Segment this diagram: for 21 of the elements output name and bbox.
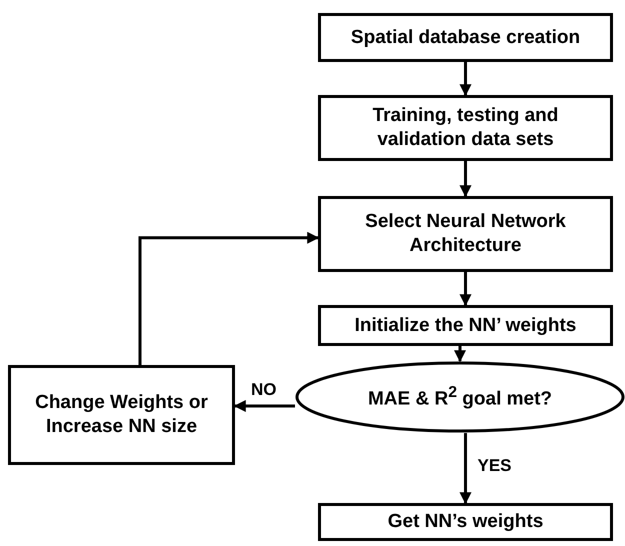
node-text: Get NN’s weights — [386, 510, 544, 534]
decision-ellipse — [295, 361, 625, 433]
node-text: Initialize the NN’ weights — [354, 314, 578, 338]
arrow — [234, 400, 295, 412]
arrow — [454, 346, 466, 362]
process-box — [318, 305, 613, 346]
process-box — [318, 95, 613, 161]
node-text: Select Neural Network Architecture — [364, 210, 567, 258]
arrow — [138, 232, 320, 365]
arrow — [460, 62, 472, 96]
process-box — [318, 13, 613, 62]
node-text: Change Weights or Increase NN size — [34, 391, 209, 439]
process-box — [8, 365, 235, 465]
arrow — [460, 161, 472, 198]
process-box — [318, 196, 613, 272]
process-box — [318, 503, 613, 541]
arrow — [460, 433, 472, 504]
node-text: Spatial database creation — [350, 26, 582, 50]
node-text: MAE & R$^{2}$ goal met? — [366, 382, 554, 412]
node-text: Training, testing and validation data sets — [372, 104, 560, 152]
arrow — [460, 272, 472, 306]
